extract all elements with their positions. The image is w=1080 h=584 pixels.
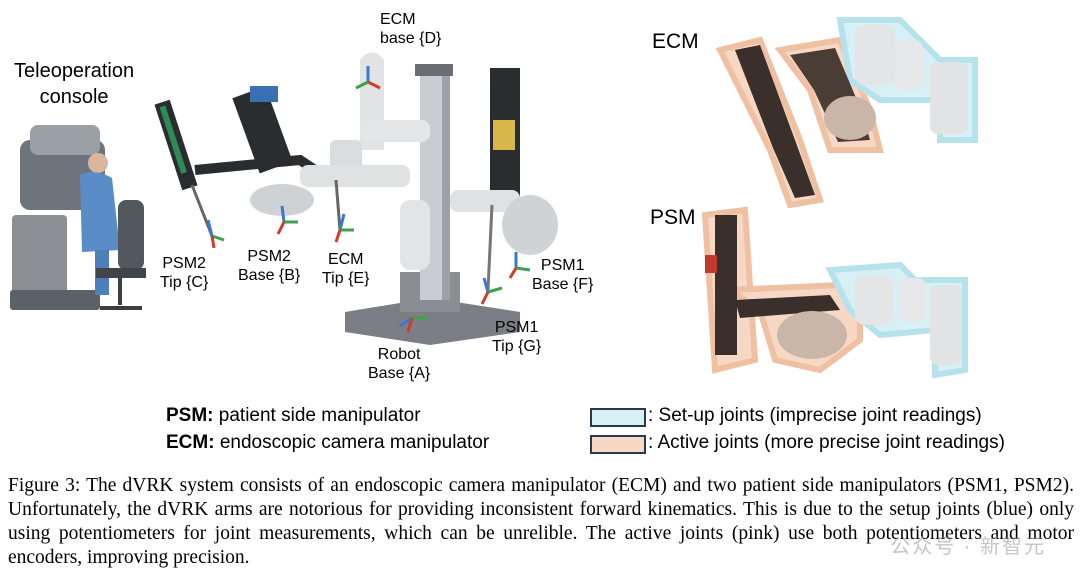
ecm-tip-line-1: ECM xyxy=(327,251,364,268)
legend-ecm-abbr: ECM: xyxy=(166,432,215,453)
caption-text: The dVRK system consists of an endoscopi… xyxy=(8,475,1074,568)
ecm-highlight-image xyxy=(715,17,978,209)
psm-highlight-image xyxy=(701,206,968,379)
figure-illustration xyxy=(10,17,978,379)
label-robot-base: Robot Base {A} xyxy=(368,345,430,383)
label-psm2-tip: PSM2 Tip {C} xyxy=(160,254,208,292)
psm1-tip-line-1: PSM1 xyxy=(494,319,539,336)
psm1-tip-line-2: Tip {G} xyxy=(492,338,542,355)
legend-psm: PSM: patient side manipulator xyxy=(166,405,421,427)
robot-image xyxy=(154,52,558,345)
active-joints-swatch xyxy=(590,435,646,454)
psm2-base-line-1: PSM2 xyxy=(247,248,291,265)
caption-figure-label: Figure 3: xyxy=(8,475,81,496)
watermark: 公众号 · 新智元 xyxy=(890,536,1046,558)
legend-ecm-desc: endoscopic camera manipulator xyxy=(219,432,490,453)
setup-joints-swatch xyxy=(590,408,646,427)
label-ecm-tip: ECM Tip {E} xyxy=(322,250,369,288)
console-line-1: Teleoperation xyxy=(14,60,135,82)
ecm-base-line-1: ECM xyxy=(380,11,416,28)
psm1-base-line-2: Base {F} xyxy=(532,276,594,293)
label-psm1-tip: PSM1 Tip {G} xyxy=(492,318,541,356)
legend-ecm: ECM: endoscopic camera manipulator xyxy=(166,432,489,454)
ecm-panel-title: ECM xyxy=(652,30,699,53)
label-psm1-base: PSM1 Base {F} xyxy=(532,256,593,294)
label-ecm-base: ECM base {D} xyxy=(380,10,441,48)
psm2-base-line-2: Base {B} xyxy=(238,267,301,284)
robot-base-line-1: Robot xyxy=(377,346,421,363)
label-teleoperation-console: Teleoperation console xyxy=(14,58,134,110)
figure-caption: Figure 3: The dVRK system consists of an… xyxy=(8,474,1074,570)
legend-psm-abbr: PSM: xyxy=(166,405,214,426)
ecm-tip-line-2: Tip {E} xyxy=(322,270,370,287)
ecm-base-line-2: base {D} xyxy=(380,30,442,47)
console-line-2: console xyxy=(39,86,109,108)
legend-psm-desc: patient side manipulator xyxy=(218,405,421,426)
psm-panel-title: PSM xyxy=(650,206,696,229)
label-psm2-base: PSM2 Base {B} xyxy=(238,247,300,285)
legend-setup-joints: : Set-up joints (imprecise joint reading… xyxy=(648,405,982,426)
console-image xyxy=(10,125,146,310)
psm1-base-line-1: PSM1 xyxy=(540,257,585,274)
coordinate-frames xyxy=(206,66,531,333)
psm2-tip-line-1: PSM2 xyxy=(162,255,206,272)
robot-base-line-2: Base {A} xyxy=(368,365,431,382)
psm2-tip-line-2: Tip {C} xyxy=(160,274,209,291)
legend-active-joints: : Active joints (more precise joint read… xyxy=(648,432,1005,453)
